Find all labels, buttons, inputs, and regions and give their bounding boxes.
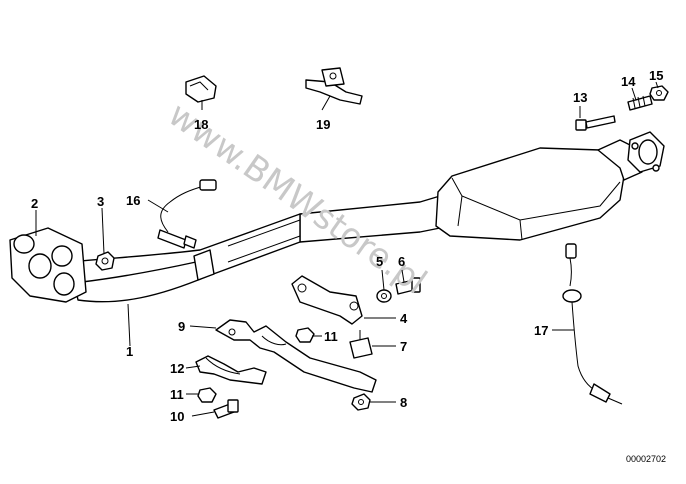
catalytic-converter[interactable] <box>299 131 665 243</box>
clamp-bolt[interactable] <box>213 399 239 419</box>
exhaust-hanger[interactable] <box>305 67 363 105</box>
manifold-gasket[interactable] <box>9 227 87 303</box>
pipe-clamp[interactable] <box>195 355 267 385</box>
flange-bolt[interactable] <box>575 115 616 131</box>
pipe-holder[interactable] <box>215 319 377 393</box>
oxygen-sensor[interactable] <box>157 179 217 249</box>
callout-11-upper: 11 <box>324 329 338 344</box>
callout-8: 8 <box>400 395 407 410</box>
flange-nut-rear[interactable] <box>649 85 669 101</box>
callout-7: 7 <box>400 339 407 354</box>
callout-6: 6 <box>398 254 405 269</box>
washer[interactable] <box>376 289 392 303</box>
compression-spring[interactable] <box>627 95 653 111</box>
callout-9: 9 <box>178 319 185 334</box>
flange-nut[interactable] <box>95 251 115 271</box>
callout-16: 16 <box>126 193 140 208</box>
callout-2: 2 <box>31 196 38 211</box>
callout-1: 1 <box>126 344 133 359</box>
callout-15: 15 <box>649 68 663 83</box>
callout-18: 18 <box>194 117 208 132</box>
callout-17: 17 <box>534 323 548 338</box>
rear-oxygen-sensor[interactable] <box>562 243 623 405</box>
callout-4: 4 <box>400 311 408 326</box>
callout-19: 19 <box>316 117 330 132</box>
callout-13: 13 <box>573 90 587 105</box>
hex-nut-upper[interactable] <box>295 327 315 343</box>
bolt[interactable] <box>395 277 421 295</box>
callout-11-lower: 11 <box>170 387 184 402</box>
hex-nut-lower[interactable] <box>197 387 217 403</box>
callout-3: 3 <box>97 194 104 209</box>
support-bracket[interactable] <box>291 275 363 325</box>
document-number: 00002702 <box>626 454 666 464</box>
hex-nut[interactable] <box>351 393 371 411</box>
rubber-clip[interactable] <box>185 75 217 103</box>
rubber-mount[interactable] <box>349 330 373 359</box>
callout-5: 5 <box>376 254 383 269</box>
callout-10: 10 <box>170 409 184 424</box>
callout-14: 14 <box>621 74 636 89</box>
callout-12: 12 <box>170 361 184 376</box>
